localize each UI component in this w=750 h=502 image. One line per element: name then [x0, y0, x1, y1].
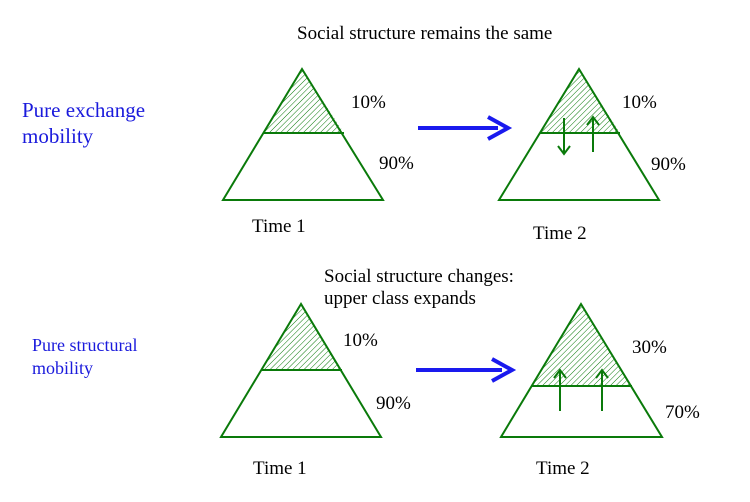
time-caption: Time 2	[536, 458, 590, 479]
time-caption: Time 1	[252, 216, 306, 237]
panel-structural: Pure structural mobility Social structur…	[32, 266, 700, 479]
pyramid-time2: 10% 90% Time 2	[497, 67, 686, 244]
lower-pct: 90%	[379, 153, 414, 174]
panel-label-line-2: mobility	[22, 124, 94, 148]
upper-class-region	[540, 69, 620, 133]
panel-label-line-2: mobility	[32, 358, 93, 378]
upper-class-region	[531, 304, 632, 386]
panel-heading: Social structure remains the same	[297, 23, 552, 44]
panel-label-line-1: Pure structural	[32, 335, 137, 355]
lower-pct: 70%	[665, 402, 700, 423]
upward-mobility-arrow	[595, 368, 609, 411]
downward-mobility-arrow	[557, 118, 571, 156]
time-caption: Time 1	[253, 458, 307, 479]
upward-mobility-arrow	[586, 115, 600, 152]
pyramid-time2: 30% 70% Time 2	[499, 302, 700, 479]
upper-class-region	[263, 69, 344, 133]
lower-pct: 90%	[651, 154, 686, 175]
pyramid-outline	[499, 302, 664, 438]
upward-mobility-arrow	[553, 368, 567, 411]
panel-heading-line-2: upper class expands	[324, 288, 476, 309]
upper-pct: 10%	[351, 92, 386, 113]
transition-arrow	[416, 357, 517, 383]
transition-arrow	[418, 115, 513, 141]
upper-pct: 30%	[632, 337, 667, 358]
upper-pct: 10%	[343, 330, 378, 351]
lower-pct: 90%	[376, 393, 411, 414]
upper-class-region	[261, 304, 342, 370]
panel-label-line-1: Pure exchange	[22, 98, 145, 122]
pyramid-outline	[497, 67, 661, 201]
pyramid-time1: 10% 90% Time 1	[221, 67, 414, 237]
pyramid-outline	[221, 67, 385, 201]
time-caption: Time 2	[533, 223, 587, 244]
panel-heading-line-1: Social structure changes:	[324, 266, 514, 287]
upper-pct: 10%	[622, 92, 657, 113]
panel-exchange: Pure exchange mobility Social structure …	[22, 23, 686, 244]
pyramid-time1: 10% 90% Time 1	[219, 302, 411, 479]
